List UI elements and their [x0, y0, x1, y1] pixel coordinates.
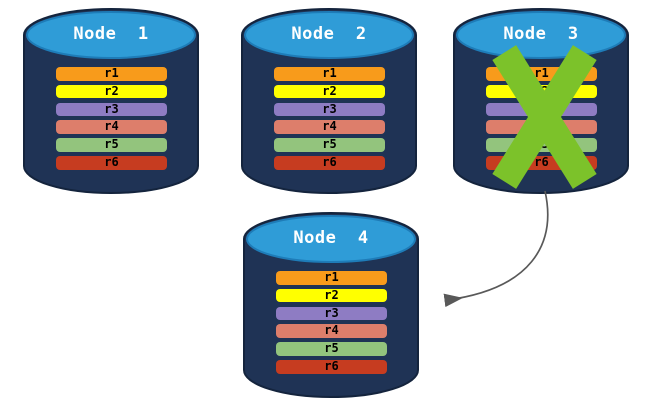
- cylinder-top: [246, 215, 416, 263]
- x-bar: [492, 45, 597, 189]
- row-r4: r4: [274, 120, 385, 134]
- row-label: r6: [534, 154, 549, 169]
- row-label: r3: [322, 101, 337, 116]
- cylinder-top: [26, 11, 196, 59]
- row-r5: r5: [56, 138, 167, 152]
- failover-arrow-path: [443, 190, 549, 308]
- row-r6: r6: [276, 358, 387, 374]
- row-r2: r2: [276, 287, 387, 303]
- row-label: r1: [324, 270, 339, 284]
- row-label: r4: [322, 119, 337, 134]
- row-label: r5: [324, 341, 339, 356]
- row-r6: r6: [274, 154, 385, 170]
- row-label: r3: [104, 101, 119, 116]
- row-label: r2: [324, 287, 339, 302]
- row-label: r1: [534, 66, 549, 80]
- row-r3: r3: [276, 305, 387, 321]
- row-label: r4: [104, 119, 119, 134]
- node-rows: r1 r2 r3 r4 r5 r6: [56, 66, 167, 170]
- node-1: Node 1 r1 r2 r3 r4 r5 r6: [22, 8, 200, 194]
- row-r3: r3: [274, 101, 385, 117]
- row-r1: r1: [56, 66, 167, 81]
- row-r5: r5: [276, 342, 387, 356]
- row-label: r6: [322, 154, 337, 169]
- node-title: Node 1: [73, 24, 149, 44]
- row-label: r2: [104, 83, 119, 98]
- row-r6: r6: [56, 154, 167, 170]
- node-4: Node 4 r1 r2 r3 r4 r5 r6: [242, 212, 420, 398]
- node-title: Node 3: [503, 24, 579, 44]
- node-title: Node 2: [291, 24, 367, 44]
- row-r5: r5: [274, 138, 385, 152]
- row-label: r2: [322, 83, 337, 98]
- node-rows: r1 r2 r3 r4 r5 r6: [274, 66, 385, 170]
- row-label: r1: [104, 66, 119, 80]
- row-label: r3: [324, 305, 339, 320]
- row-r2: r2: [274, 83, 385, 99]
- row-label: r6: [104, 154, 119, 169]
- row-label: r6: [324, 358, 339, 373]
- failure-x-icon: [492, 45, 597, 189]
- node-title: Node 4: [293, 228, 369, 248]
- cylinder-top: [456, 11, 626, 59]
- node-2: Node 2 r1 r2 r3 r4 r5 r6: [240, 8, 418, 194]
- row-label: r5: [322, 137, 337, 152]
- row-label: r4: [324, 323, 339, 338]
- row-r1: r1: [274, 66, 385, 81]
- row-r1: r1: [276, 270, 387, 285]
- row-label: r1: [322, 66, 337, 80]
- row-label: r5: [104, 137, 119, 152]
- row-r4: r4: [276, 324, 387, 338]
- row-r4: r4: [56, 120, 167, 134]
- cylinder-top: [244, 11, 414, 59]
- row-r2: r2: [56, 83, 167, 99]
- row-r3: r3: [56, 101, 167, 117]
- node-rows: r1 r2 r3 r4 r5 r6: [276, 270, 387, 374]
